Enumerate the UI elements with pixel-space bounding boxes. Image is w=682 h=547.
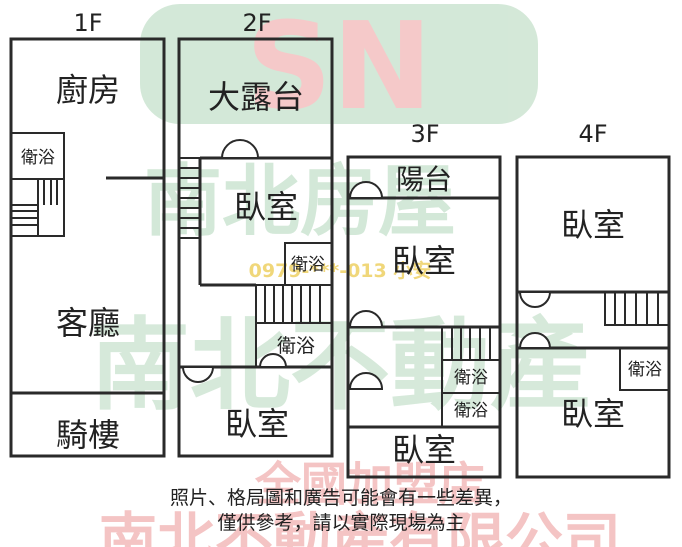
- watermark-text-mid: 南北不動產: [90, 307, 590, 424]
- room-label-4f-bedroom-1: 臥室: [561, 206, 625, 244]
- watermark-logo-text: SN: [246, 0, 433, 137]
- room-4f-bath: [619, 347, 670, 391]
- watermark-text-bottom2: 南北不動產有限公司: [99, 506, 621, 547]
- room-label-2f-terrace: 大露台: [208, 78, 304, 116]
- room-label-3f-bedroom-1: 臥室: [392, 242, 456, 280]
- floor-1f-outline: [9, 37, 166, 458]
- floor-label-1f: 1F: [73, 9, 102, 37]
- floor-4f: 4F 臥室 衛浴 臥室: [515, 120, 671, 479]
- stairs-4f: [604, 291, 670, 326]
- room-label-3f-bedroom-2: 臥室: [392, 431, 456, 469]
- floor-label-4f: 4F: [578, 120, 607, 148]
- floor-2f: 2F 大: [177, 9, 334, 458]
- room-label-2f-bath-1: 衛浴: [291, 255, 325, 275]
- room-label-2f-bath-2: 衛浴: [277, 335, 315, 357]
- watermark-phone: 0979-***-013 小安: [249, 259, 432, 282]
- watermark-logo: SN: [140, 0, 538, 137]
- room-label-1f-kitchen: 廚房: [56, 71, 120, 109]
- room-label-2f-bedroom-1: 臥室: [234, 188, 298, 226]
- floor-1f: 1F 廚房 衛浴 客廳 騎樓: [9, 9, 166, 458]
- watermark-text-bottom: 全國加盟店: [254, 457, 485, 511]
- room-label-1f-arcade: 騎樓: [56, 416, 120, 454]
- stairs-1f: [11, 178, 65, 237]
- room-2f-bath-2: [255, 322, 333, 368]
- disclaimer: 照片、格局圖和廣告可能會有一些差異， 僅供參考，請以實際現場為主: [0, 486, 682, 536]
- room-label-4f-bath: 衛浴: [628, 360, 662, 380]
- room-3f-bath-2: [441, 392, 501, 428]
- floor-3f-outline: [346, 155, 502, 479]
- disclaimer-line-1: 照片、格局圖和廣告可能會有一些差異，: [169, 487, 512, 509]
- stairs-2f: [178, 157, 333, 324]
- floor-label-2f: 2F: [242, 9, 271, 37]
- floor-3f: 3F 陽台 臥室 衛浴 衛浴 臥室: [346, 120, 502, 479]
- door-2f-balcony: [220, 139, 260, 159]
- room-label-1f-living: 客廳: [56, 304, 120, 342]
- disclaimer-line-2: 僅供參考，請以實際現場為主: [217, 512, 465, 534]
- room-label-3f-bath-2: 衛浴: [454, 401, 488, 421]
- room-label-2f-bedroom-2: 臥室: [225, 405, 289, 443]
- stairs-3f: [441, 326, 501, 361]
- floor-label-3f: 3F: [410, 120, 439, 148]
- watermark: SN 南北房屋 南北不動產 0979-***-013 小安 全國加盟店 南北不動…: [90, 0, 621, 547]
- watermark-text-top: 南北房屋: [144, 157, 456, 247]
- room-label-3f-balcony: 陽台: [396, 163, 452, 196]
- room-label-4f-bedroom-2: 臥室: [561, 395, 625, 433]
- room-label-3f-bath-1: 衛浴: [454, 368, 488, 388]
- room-label-1f-bath: 衛浴: [21, 148, 55, 168]
